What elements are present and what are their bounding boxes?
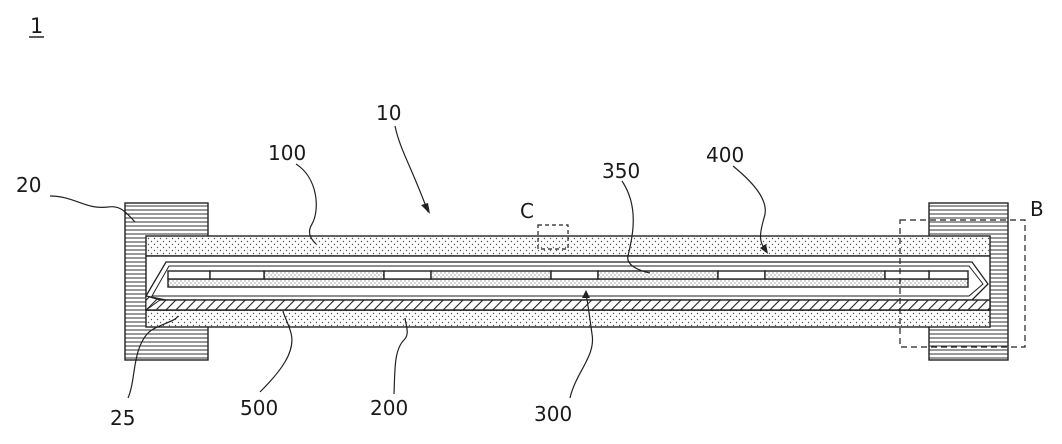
leader-400 bbox=[732, 165, 767, 251]
detail-box-b bbox=[899, 219, 1026, 348]
adhesive-left-wedge bbox=[145, 295, 162, 311]
leader-20 bbox=[49, 195, 136, 223]
electrode-row bbox=[167, 270, 969, 280]
label-350: 350 bbox=[602, 159, 640, 183]
leader-100 bbox=[295, 163, 317, 245]
electrode-segment bbox=[764, 270, 886, 280]
electrode-segment bbox=[383, 270, 432, 280]
electrode-segment bbox=[209, 270, 265, 280]
label-b: B bbox=[1030, 197, 1044, 221]
label-c: C bbox=[520, 199, 534, 223]
figure-number: 1 bbox=[29, 14, 44, 38]
label-10: 10 bbox=[376, 101, 401, 125]
label-20: 20 bbox=[16, 173, 41, 197]
leader-10 bbox=[394, 125, 429, 213]
label-500: 500 bbox=[240, 396, 278, 420]
outer-frame-inner bbox=[151, 265, 984, 297]
leader-200 bbox=[393, 317, 408, 395]
electrode-segment bbox=[430, 270, 552, 280]
leader-300 bbox=[569, 293, 594, 399]
label-200: 200 bbox=[370, 396, 408, 420]
arrowhead-10 bbox=[421, 203, 430, 214]
electrode-segment bbox=[550, 270, 599, 280]
electrode-segment bbox=[167, 270, 211, 280]
label-100: 100 bbox=[268, 141, 306, 165]
adhesive-layer bbox=[145, 299, 991, 311]
electrode-segment bbox=[717, 270, 766, 280]
label-300: 300 bbox=[534, 402, 572, 426]
leader-25 bbox=[127, 315, 179, 399]
lower-substrate bbox=[145, 309, 991, 328]
electrode-segment bbox=[263, 270, 385, 280]
label-25: 25 bbox=[110, 406, 135, 430]
arrowhead-300 bbox=[582, 290, 590, 298]
figure-number-text: 1 bbox=[30, 14, 43, 38]
label-400: 400 bbox=[706, 143, 744, 167]
leader-500 bbox=[259, 310, 293, 393]
arrowhead-400 bbox=[760, 244, 768, 254]
electrode-segment bbox=[597, 270, 719, 280]
leader-350 bbox=[621, 180, 651, 274]
electrode-segment bbox=[884, 270, 930, 280]
heater-base bbox=[167, 278, 969, 288]
detail-box-c bbox=[537, 224, 569, 250]
electrode-segment bbox=[928, 270, 969, 280]
